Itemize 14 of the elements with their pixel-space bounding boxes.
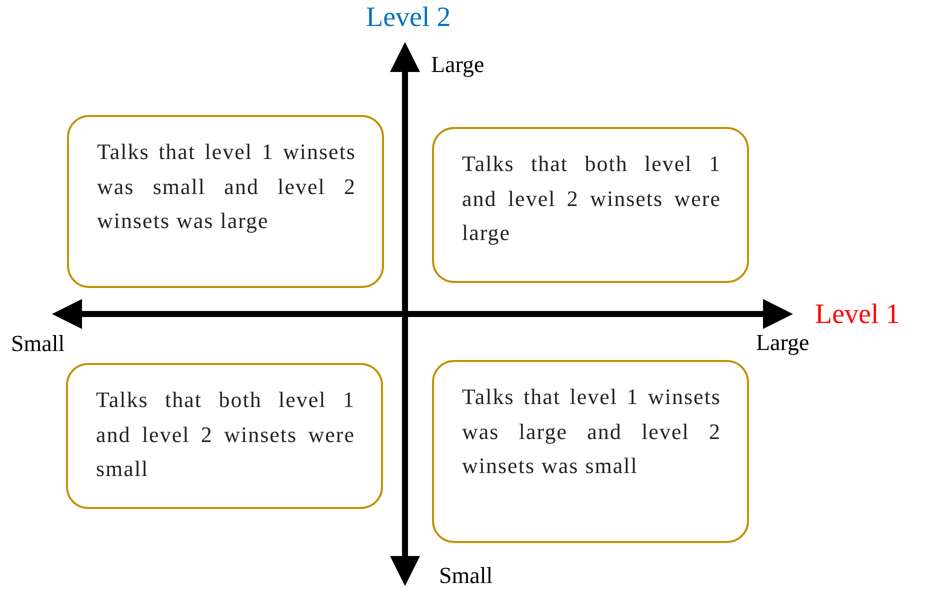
quadrant-description: Talks that both level 1 and level 2 winsets were small — [96, 386, 355, 483]
axis-title: Level 1 — [815, 299, 900, 331]
quadrant-description: Talks that level 1 winsets was small and level 2 winsets was large — [97, 138, 356, 235]
quadrant-box — [432, 360, 749, 543]
quadrant-description: Talks that both level 1 and level 2 winsets were large — [462, 150, 721, 247]
quadrant-box — [66, 363, 383, 509]
quadrant-box — [432, 127, 749, 283]
axis-title: Level 2 — [366, 2, 451, 34]
quadrant-description: Talks that level 1 winsets was large and level 2 winsets was small — [462, 383, 721, 480]
axis-end-label: Large — [756, 330, 810, 356]
axis-end-label: Large — [431, 52, 484, 78]
axis-end-label: Small — [11, 331, 65, 357]
quadrant-box — [67, 115, 384, 288]
axis-end-label: Small — [439, 563, 493, 589]
